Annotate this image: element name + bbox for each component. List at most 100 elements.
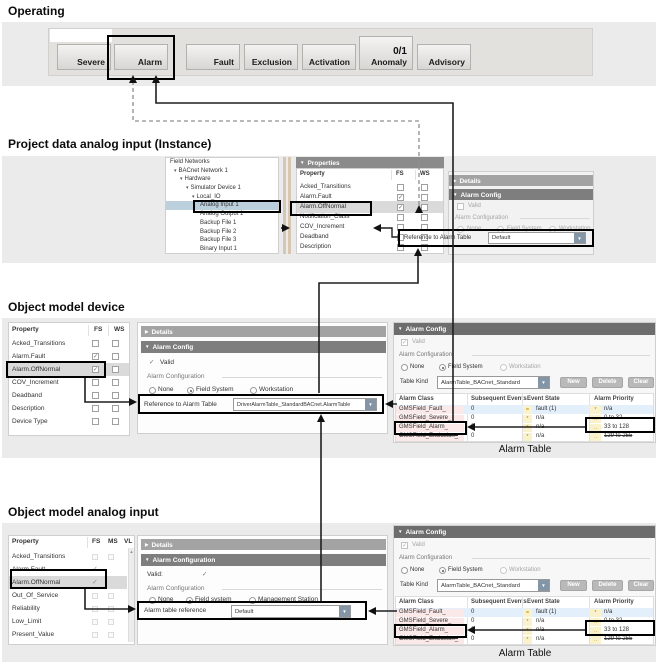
radio-management-station[interactable] — [249, 597, 256, 604]
property-row[interactable]: Acked_Transitions — [8, 550, 128, 563]
ws-checkbox[interactable] — [421, 214, 428, 221]
table-kind-dropdown[interactable]: AlarmTable_BACnet_Standard▼ — [437, 376, 550, 389]
radio-workstation[interactable] — [250, 387, 257, 394]
property-row-alarm-offnormal[interactable]: Alarm.OffNormal✓ — [8, 363, 130, 376]
property-row[interactable]: Reliability — [8, 602, 128, 615]
ms-checkbox[interactable] — [108, 619, 114, 625]
scrollbar[interactable]: ▲ — [128, 548, 134, 642]
fs-checkbox[interactable]: ✓ — [92, 366, 99, 373]
fs-checkbox[interactable]: ✓ — [397, 194, 404, 201]
fs-checkbox[interactable]: ✓ — [92, 353, 99, 360]
alarm-config-panel-header[interactable]: ▼Alarm Config — [141, 341, 386, 353]
fs-checkbox[interactable] — [92, 340, 99, 347]
radio-workstation[interactable] — [500, 567, 507, 574]
category-button-exclusion[interactable]: Exclusion — [244, 44, 298, 70]
alarm-table-row[interactable]: GMSField_Exclusion_0*n/a..129 to 255 — [395, 432, 654, 441]
radio-field-system[interactable] — [439, 567, 446, 574]
alarm-config-panel-header[interactable]: ▼Alarm Config — [394, 323, 655, 335]
fs-checkbox[interactable] — [397, 184, 404, 191]
tree-item-backup-file-3[interactable]: Backup File 3 — [200, 237, 237, 244]
radio-workstation[interactable] — [500, 364, 507, 371]
alarm-configuration-panel-header[interactable]: ▼Alarm Configuration — [141, 554, 386, 566]
fs-checkbox[interactable] — [92, 606, 98, 612]
details-panel-header[interactable]: ▶Details — [449, 175, 593, 186]
ws-checkbox[interactable] — [421, 184, 428, 191]
tree-expander-icon[interactable]: ▾ — [174, 167, 177, 174]
tree-expander-icon[interactable]: ▾ — [192, 193, 195, 200]
property-row[interactable]: Out_Of_Service — [8, 589, 128, 602]
valid-checkbox[interactable]: ✓ — [401, 339, 408, 346]
category-button-alarm[interactable]: Alarm — [114, 44, 168, 70]
fs-checkbox[interactable] — [92, 418, 99, 425]
tree-item-backup-file-1[interactable]: Backup File 1 — [200, 219, 237, 226]
ms-checkbox[interactable] — [108, 593, 114, 599]
ws-checkbox[interactable] — [421, 194, 428, 201]
ws-checkbox[interactable] — [112, 340, 119, 347]
category-button-severe[interactable]: Severe — [57, 44, 111, 70]
details-panel-header[interactable]: ▶Details — [141, 539, 386, 550]
tree-item-binary-input[interactable]: Binary Input 1 — [200, 245, 238, 252]
ws-checkbox[interactable] — [421, 204, 428, 211]
reference-to-alarm-table-dropdown[interactable]: Default▼ — [488, 232, 586, 244]
tree-expander-icon[interactable]: ▾ — [180, 176, 183, 183]
delete-button[interactable]: Delete — [592, 377, 623, 388]
tree-item-simulator-device[interactable]: ▾Simulator Device 1 — [186, 185, 241, 192]
valid-checkbox[interactable] — [457, 203, 464, 210]
tree-item-bacnet-network[interactable]: ▾BACnet Network 1 — [174, 167, 228, 174]
tree-item[interactable]: Field Networks — [170, 159, 210, 165]
category-button-activation[interactable]: Activation — [302, 44, 356, 70]
delete-button[interactable]: Delete — [592, 580, 623, 591]
tree-expander-icon[interactable]: ▾ — [186, 185, 189, 192]
property-row[interactable]: Alarm.Fault✓ — [8, 350, 130, 363]
radio-none[interactable] — [149, 597, 156, 604]
radio-none[interactable] — [401, 567, 408, 574]
alarm-config-panel-header[interactable]: ▼Alarm Config — [394, 526, 655, 538]
details-panel-header[interactable]: ▶Details — [141, 326, 386, 337]
property-row-alarm-offnormal[interactable]: Alarm.OffNormal✓ — [8, 576, 128, 589]
property-row[interactable]: Device Type — [8, 415, 130, 428]
clear-button[interactable]: Clear — [628, 580, 654, 591]
radio-field-system[interactable] — [439, 364, 446, 371]
fs-checkbox[interactable] — [92, 632, 98, 638]
ws-checkbox[interactable] — [112, 405, 119, 412]
new-button[interactable]: New — [560, 377, 587, 388]
fs-checkbox[interactable] — [92, 379, 99, 386]
dropdown-arrow-icon[interactable]: ▼ — [574, 233, 585, 243]
tree-item-backup-file-2[interactable]: Backup File 2 — [200, 228, 237, 235]
new-button[interactable]: New — [560, 580, 587, 591]
dropdown-arrow-icon[interactable]: ▼ — [538, 377, 549, 388]
ms-checkbox[interactable] — [108, 632, 114, 638]
ws-checkbox[interactable] — [112, 392, 119, 399]
property-row[interactable]: Acked_Transitions — [8, 337, 130, 350]
ms-checkbox[interactable] — [108, 554, 114, 560]
dropdown-arrow-icon[interactable]: ▼ — [339, 606, 350, 617]
fs-checkbox[interactable] — [92, 593, 98, 599]
ws-checkbox[interactable] — [112, 379, 119, 386]
valid-checkbox[interactable]: ✓ — [401, 542, 408, 549]
category-button-anomaly[interactable]: 0/1 Anomaly — [359, 36, 413, 70]
checkmark-icon[interactable]: ✓ — [202, 571, 208, 578]
radio-none[interactable] — [401, 364, 408, 371]
ws-checkbox[interactable] — [112, 418, 119, 425]
property-row[interactable]: Present_Value — [8, 628, 128, 641]
category-button-fault[interactable]: Fault — [186, 44, 240, 70]
fs-checkbox[interactable] — [92, 619, 98, 625]
fs-checkbox[interactable] — [397, 214, 404, 221]
alarm-table-reference-dropdown[interactable]: Default▼ — [231, 605, 351, 618]
fs-checkbox[interactable] — [92, 554, 98, 560]
clear-button[interactable]: Clear — [628, 377, 654, 388]
property-row[interactable]: Deadband — [8, 389, 130, 402]
radio-field-system[interactable] — [187, 387, 194, 394]
checkmark-icon[interactable]: ✓ — [149, 359, 155, 366]
splitter-bar[interactable] — [283, 157, 286, 254]
property-row[interactable]: Acked_Transitions — [296, 182, 444, 192]
ws-checkbox[interactable] — [112, 353, 119, 360]
dropdown-arrow-icon[interactable]: ▼ — [538, 580, 549, 591]
tree-item-hardware[interactable]: ▾Hardware — [180, 176, 211, 183]
alarm-table-row[interactable]: GMSField_Fault_0=fault (1)*n/a — [395, 608, 654, 617]
fs-checkbox[interactable] — [92, 392, 99, 399]
ws-checkbox[interactable] — [112, 366, 119, 373]
alarm-table-row[interactable]: GMSField_Fault_0=fault (1)*n/a — [395, 405, 654, 414]
alarm-table-row[interactable]: GMSField_Exclusion_0*n/a..129 to 255 — [395, 635, 654, 644]
property-row[interactable]: Low_Limit — [8, 615, 128, 628]
